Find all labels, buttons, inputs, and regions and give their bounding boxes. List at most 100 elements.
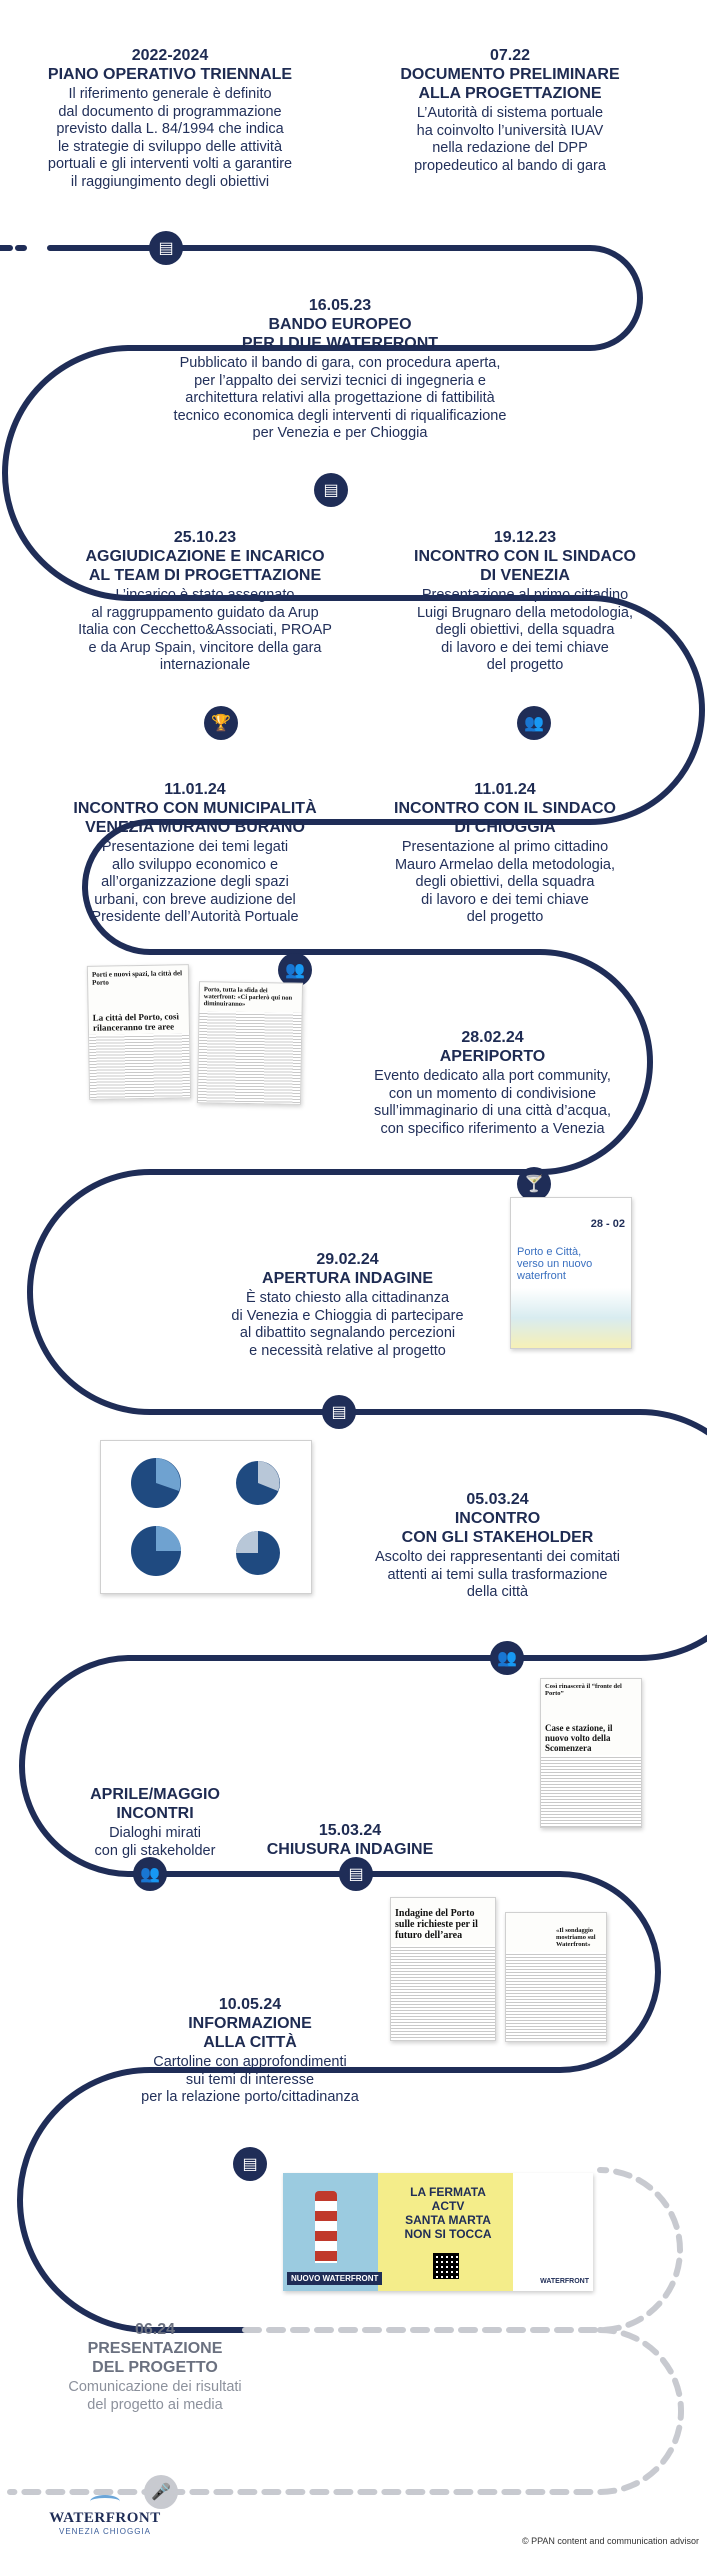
clipping-text-lines <box>506 1952 606 2041</box>
node-cocktail: 🍸 <box>517 1167 551 1201</box>
postcard-footer: NUOVO WATERFRONT <box>287 2272 383 2285</box>
clipping-headline: Porto, tutta la sfida dei waterfront: «C… <box>203 986 293 1008</box>
event-date: 25.10.23 <box>173 529 237 546</box>
event-municipalita: 11.01.24 INCONTRO CON MUNICIPALITÀ VENEZ… <box>50 780 340 927</box>
event-title: INCONTRI <box>116 1805 194 1822</box>
press-clipping-5: «Il sondaggio mostriamo sul Waterfront» <box>505 1912 607 2042</box>
event-date: 06.24 <box>134 2321 176 2338</box>
event-desc: Ascolto dei rappresentanti dei comitati … <box>374 1549 621 1600</box>
event-poster: 28 - 02 Porto e Città, verso un nuovo wa… <box>510 1197 632 1349</box>
credit-text: © PPAN content and communication advisor <box>521 2536 699 2546</box>
clipping-headline: «Il sondaggio mostriamo sul Waterfront» <box>556 1927 596 1948</box>
node-document-2: ▤ <box>314 473 348 507</box>
event-desc: È stato chiesto alla cittadinanza di Ven… <box>231 1290 464 1359</box>
document-icon: ▤ <box>158 240 174 257</box>
event-aperiporto: 28.02.24 APERIPORTO Evento dedicato alla… <box>345 1028 640 1138</box>
clipping-headline: Indagine del Porto sulle richieste per i… <box>395 1908 478 1941</box>
event-desc: Presentazione al primo cittadino Mauro A… <box>394 839 616 925</box>
event-desc: Comunicazione dei risultati del progetto… <box>68 2379 242 2413</box>
pie-3 <box>131 1526 181 1576</box>
event-date: 2022-2024 <box>131 47 209 64</box>
event-date: 29.02.24 <box>316 1251 379 1268</box>
event-date: 10.05.24 <box>218 1996 282 2013</box>
event-desc: Dialoghi mirati con gli stakeholder <box>94 1825 216 1859</box>
event-piano-operativo: 2022-2024 PIANO OPERATIVO TRIENNALE Il r… <box>20 46 320 191</box>
people-icon: 👥 <box>140 1866 160 1883</box>
cocktail-icon: 🍸 <box>524 1176 544 1193</box>
event-date: 05.03.24 <box>466 1491 529 1508</box>
node-document-3: ▤ <box>322 1395 356 1429</box>
event-informazione: 10.05.24 INFORMAZIONE ALLA CITTÀ Cartoli… <box>100 1995 400 2107</box>
node-people-4: 👥 <box>133 1857 167 1891</box>
node-people-3: 👥 <box>490 1641 524 1675</box>
event-title: DI CHIOGGIA <box>454 819 556 836</box>
event-chiusura-indagine: 15.03.24 CHIUSURA INDAGINE <box>260 1821 440 1859</box>
clipping-text-lines <box>197 1011 302 1105</box>
pie-1 <box>131 1458 181 1508</box>
document-icon: ▤ <box>331 1404 347 1421</box>
qr-code-icon <box>433 2253 459 2279</box>
node-trophy: 🏆 <box>204 706 238 740</box>
event-title: CHIUSURA INDAGINE <box>266 1841 434 1858</box>
event-title: VENEZIA MURANO BURANO <box>85 819 305 836</box>
document-icon: ▤ <box>323 482 339 499</box>
node-document-1: ▤ <box>149 231 183 265</box>
event-title: INFORMAZIONE <box>188 2015 312 2032</box>
event-desc: Il riferimento generale è definito dal d… <box>47 86 293 190</box>
event-date: APRILE/MAGGIO <box>90 1786 220 1803</box>
pie-2 <box>236 1461 280 1505</box>
event-sindaco-chioggia: 11.01.24 INCONTRO CON IL SINDACO DI CHIO… <box>370 780 640 927</box>
people-icon: 👥 <box>524 715 544 732</box>
clipping-subheadline: Case e stazione, il nuovo volto della Sc… <box>545 1723 613 1753</box>
trophy-icon: 🏆 <box>211 715 231 732</box>
document-icon: ▤ <box>242 2156 258 2173</box>
event-date: 07.22 <box>489 47 531 64</box>
node-people-2: 👥 <box>278 953 312 987</box>
clipping-text-lines <box>89 1033 192 1100</box>
survey-pie-charts <box>131 1458 280 1576</box>
event-desc: Evento dedicato alla port community, con… <box>374 1068 611 1137</box>
event-presentazione: 06.24 PRESENTAZIONE DEL PROGETTO Comunic… <box>50 2320 260 2414</box>
event-date: 11.01.24 <box>474 781 536 798</box>
event-title: DI VENEZIA <box>480 567 570 584</box>
node-document-5: ▤ <box>233 2147 267 2181</box>
clipping-headline: Così rinascerà il “fronte del Porto” <box>545 1683 622 1697</box>
event-title: AL TEAM DI PROGETTAZIONE <box>88 567 322 584</box>
event-title: PRESENTAZIONE <box>87 2340 223 2357</box>
event-title: INCONTRO <box>454 1510 541 1527</box>
brand-sub: VENEZIA CHIOGGIA <box>58 2527 151 2536</box>
event-title: ALLA PROGETTAZIONE <box>418 85 602 102</box>
poster-date: 28 - 02 <box>590 1218 625 1230</box>
postcard-text-panel: WATERFRONT <box>513 2173 593 2291</box>
event-date: 19.12.23 <box>493 529 557 546</box>
event-title: DOCUMENTO PRELIMINARE <box>400 66 620 83</box>
event-desc: Presentazione al primo cittadino Luigi B… <box>416 587 634 673</box>
event-title: INCONTRO CON MUNICIPALITÀ <box>73 800 317 817</box>
press-clipping-2: Porto, tutta la sfida dei waterfront: «C… <box>196 981 304 1105</box>
lighthouse-illustration <box>315 2191 337 2263</box>
document-icon: ▤ <box>348 1866 364 1883</box>
event-title: APERIPORTO <box>439 1048 546 1065</box>
waterfront-logo: WATERFRONT VENEZIA CHIOGGIA <box>45 2495 165 2536</box>
event-desc: L’Autorità di sistema portuale ha coinvo… <box>414 105 606 174</box>
node-people-1: 👥 <box>517 706 551 740</box>
survey-results-sheet <box>100 1440 312 1594</box>
clipping-text-lines <box>391 1945 495 2040</box>
clipping-text-lines <box>541 1755 641 1827</box>
event-date: 28.02.24 <box>461 1029 524 1046</box>
event-date: 11.01.24 <box>164 781 226 798</box>
people-icon: 👥 <box>285 962 305 979</box>
event-title: DEL PROGETTO <box>92 2359 218 2376</box>
event-title: INCONTRO CON IL SINDACO <box>414 548 636 565</box>
clipping-headline: Porti e nuovi spazi, la città del Porto <box>91 969 183 987</box>
event-date: 15.03.24 <box>318 1822 382 1839</box>
event-desc: Presentazione dei temi legati allo svilu… <box>91 839 299 925</box>
postcard-title: LA FERMATA ACTV SANTA MARTA NON SI TOCCA <box>404 2185 492 2241</box>
event-desc: Cartoline con approfondimenti sui temi d… <box>141 2054 359 2105</box>
logo-wave-icon <box>90 2495 120 2508</box>
event-desc: Pubblicato il bando di gara, con procedu… <box>173 355 507 441</box>
event-documento-preliminare: 07.22 DOCUMENTO PRELIMINARE ALLA PROGETT… <box>370 46 650 175</box>
event-title: ALLA CITTÀ <box>203 2034 297 2051</box>
pie-4 <box>236 1531 280 1575</box>
poster-title: Porto e Città, verso un nuovo waterfront <box>517 1246 593 1282</box>
